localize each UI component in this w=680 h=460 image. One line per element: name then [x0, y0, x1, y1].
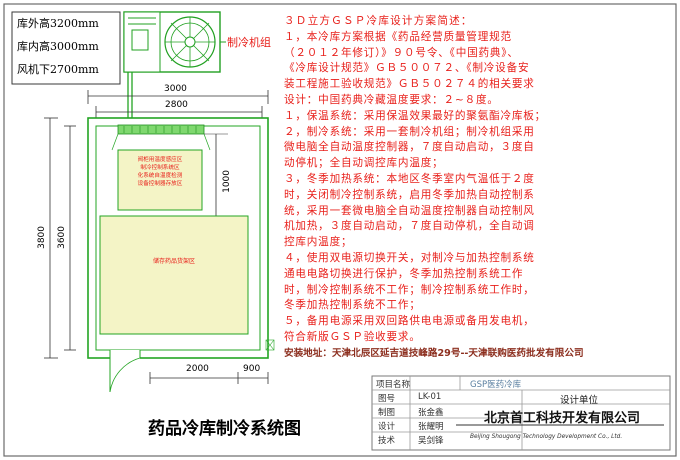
dimension-line-outer-width — [87, 90, 269, 104]
dimension-line-outer-depth — [44, 117, 58, 359]
tb-key: 技术 — [378, 436, 396, 446]
spec-line: 动停机；全自动调控库内温度； — [284, 157, 444, 170]
install-address: 安装地址：天津北辰区延吉道技峰路29号--天津联购医药批发有限公司 — [284, 347, 584, 359]
tb-value: GSP医药冷库 — [470, 380, 522, 390]
tb-key: 设计 — [378, 422, 396, 432]
dim-outer-width: 3000 — [164, 84, 187, 94]
dim-evaporator-gap: 1000 — [222, 170, 232, 193]
dimension-line-inner-width — [95, 106, 263, 118]
control-zone-labels: 阀柜用温度感应区 制冷控制系统区 化系统自温度检测 设备控制器存放区 — [122, 156, 198, 188]
spec-line: 时，关闭制冷控制系统，启用冬季加热自动控制系 — [284, 188, 535, 201]
storage-zone — [99, 215, 249, 335]
spec-line: 设计：中国药典冷藏温度要求：２~８度。 — [284, 93, 499, 106]
control-zone-line: 阀柜用温度感应区 — [137, 157, 183, 163]
wall-hatch — [265, 339, 275, 351]
control-zone — [117, 149, 203, 211]
evaporator-unit — [111, 124, 211, 151]
dim-bottom-left: 2000 — [186, 364, 209, 374]
drawing-title: 药品冷库制冷系统图 — [148, 419, 301, 439]
spec-line: （２０１２年修订）》９０号令、《中国药典》、 — [284, 46, 519, 59]
spec-line: ４，使用双电源切换开关，对制冷与加热控制系统 — [284, 251, 535, 264]
control-zone-line: 化系统自温度检测 — [137, 173, 183, 179]
tb-key: 制图 — [378, 408, 396, 418]
title-block — [371, 375, 671, 451]
spec-line: ５，备用电源采用双回路供电电源或备用发电机， — [284, 315, 535, 328]
tb-key: 项目名称 — [376, 380, 411, 390]
spec-line: 机加热，３度自动启动，７度自动停机，全自动调 — [284, 220, 535, 233]
condensing-unit-icon — [123, 11, 226, 73]
dim-outer-depth: 3800 — [37, 226, 47, 249]
condensing-unit-label: 制冷机组 — [227, 36, 271, 49]
spec-line: １，保温系统：采用保温效果最好的聚氨酯冷库板； — [284, 109, 547, 122]
spec-line: 《冷库设计规范》ＧＢ５００７２、《制冷设备安 — [284, 62, 530, 75]
spec-line: 符合新版ＧＳＰ验收要求。 — [284, 330, 421, 343]
spec-line: １，本冷库方案根据《药品经营质量管理规范 — [284, 30, 512, 43]
design-spec-text: ３Ｄ立方ＧＳＰ冷库设计方案简述： １，本冷库方案根据《药品经营质量管理规范 （２… — [284, 14, 669, 362]
spec-line: 控库内温度； — [284, 236, 353, 249]
control-zone-line: 设备控制器存放区 — [137, 181, 183, 187]
tb-value: 张金鑫 — [418, 408, 444, 418]
heights-box — [11, 11, 121, 85]
tb-value: LK-01 — [418, 392, 442, 402]
spec-line: 通电电路切换进行保护，冬季加热控制系统工作 — [284, 267, 524, 280]
height-fan-label: 风机下2700mm — [17, 63, 99, 76]
spec-line: 冬季加热控制系统不工作； — [284, 299, 421, 312]
spec-title: ３Ｄ立方ＧＳＰ冷库设计方案简述： — [284, 15, 473, 27]
drawing-frame — [3, 3, 677, 457]
company-name-cn: 北京首工科技开发有限公司 — [484, 411, 641, 426]
height-inner-label: 库内高3000mm — [17, 40, 99, 53]
design-unit-label: 设计单位 — [560, 395, 599, 406]
spec-line: ３，冬季加热系统：本地区冬季室内气温低于２度 — [284, 172, 535, 185]
dimension-line-bottom — [149, 372, 269, 384]
spec-line: 微电脑全自动温度控制器，７度自动启动，３度自 — [284, 141, 535, 154]
spec-line: ２，制冷系统：采用一套制冷机组；制冷机组采用 — [284, 125, 535, 138]
spec-line: 时，制冷控制系统不工作；制冷控制系统工作时， — [284, 283, 535, 296]
control-zone-line: 制冷控制系统区 — [140, 165, 180, 171]
door-swing-icon — [109, 350, 141, 393]
height-outer-label: 库外高3200mm — [17, 17, 99, 30]
tb-value: 吴剑锋 — [418, 436, 444, 446]
dim-inner-width: 2800 — [165, 100, 188, 110]
spec-line: 装工程施工验收规范》ＧＢ５０２７４的相关要求 — [284, 78, 535, 91]
spec-line: 统，采用一套微电脑全自动温度控制器自动控制风 — [284, 204, 535, 217]
tb-key: 图号 — [378, 394, 396, 404]
tb-value: 张耀明 — [418, 422, 444, 432]
company-name-en: Beijing Shougong Technology Development … — [470, 434, 623, 440]
dim-bottom-right: 900 — [243, 364, 261, 374]
dim-inner-depth: 3600 — [57, 226, 67, 249]
storage-zone-label: 储存药品货架区 — [152, 258, 195, 265]
dimension-line-inner-depth — [64, 125, 76, 351]
